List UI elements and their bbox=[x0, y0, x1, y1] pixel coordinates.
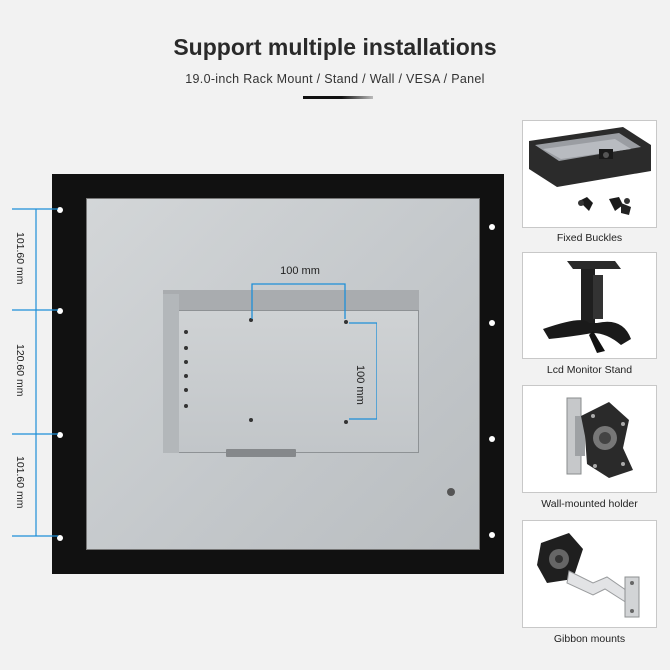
wall-mounted-holder-card bbox=[522, 385, 657, 493]
lcd-monitor-stand-image bbox=[543, 261, 631, 353]
indicator-led bbox=[184, 374, 188, 378]
page-subtitle: 19.0-inch Rack Mount / Stand / Wall / VE… bbox=[185, 72, 485, 86]
rack-hole bbox=[489, 436, 495, 442]
lcd-monitor-stand-card bbox=[522, 252, 657, 359]
screw-knob bbox=[447, 488, 455, 496]
hole-spacing-dimension bbox=[12, 208, 58, 537]
vesa-screw bbox=[249, 318, 253, 322]
lcd-monitor-stand-label: Lcd Monitor Stand bbox=[546, 364, 633, 376]
gibbon-mounts-card bbox=[522, 520, 657, 628]
wall-mounted-holder-label: Wall-mounted holder bbox=[541, 498, 638, 510]
enclosure-side bbox=[163, 294, 179, 453]
hole-spacing-label: 101.60 mm bbox=[14, 232, 26, 285]
vesa-screw bbox=[344, 420, 348, 424]
indicator-led bbox=[184, 330, 188, 334]
indicator-led bbox=[184, 404, 188, 408]
io-ports bbox=[226, 449, 296, 457]
fixed-buckles-card bbox=[522, 120, 657, 228]
rack-hole bbox=[57, 308, 63, 314]
rack-hole bbox=[57, 207, 63, 213]
vesa-horizontal-label: 100 mm bbox=[280, 265, 320, 277]
vesa-screw bbox=[249, 418, 253, 422]
title-divider bbox=[303, 96, 373, 99]
gibbon-mounts-label: Gibbon mounts bbox=[553, 633, 626, 645]
rack-hole bbox=[489, 224, 495, 230]
hole-spacing-label: 101.60 mm bbox=[14, 456, 26, 509]
vesa-enclosure bbox=[163, 310, 419, 453]
fixed-buckles-image bbox=[529, 127, 651, 215]
fixed-buckles-label: Fixed Buckles bbox=[556, 232, 623, 244]
rack-hole bbox=[489, 532, 495, 538]
vesa-vertical-label: 100 mm bbox=[354, 365, 366, 405]
wall-mounted-holder-image bbox=[566, 397, 633, 478]
vesa-dimension-lines bbox=[251, 283, 377, 420]
gibbon-mounts-image bbox=[537, 533, 640, 618]
rack-hole bbox=[489, 320, 495, 326]
indicator-led bbox=[184, 388, 188, 392]
rack-hole bbox=[57, 432, 63, 438]
indicator-led bbox=[184, 360, 188, 364]
rack-hole bbox=[57, 535, 63, 541]
vesa-screw bbox=[344, 320, 348, 324]
page-title: Support multiple installations bbox=[173, 34, 497, 60]
hole-spacing-label: 120.60 mm bbox=[14, 344, 26, 397]
indicator-led bbox=[184, 346, 188, 350]
enclosure-top bbox=[163, 290, 419, 310]
